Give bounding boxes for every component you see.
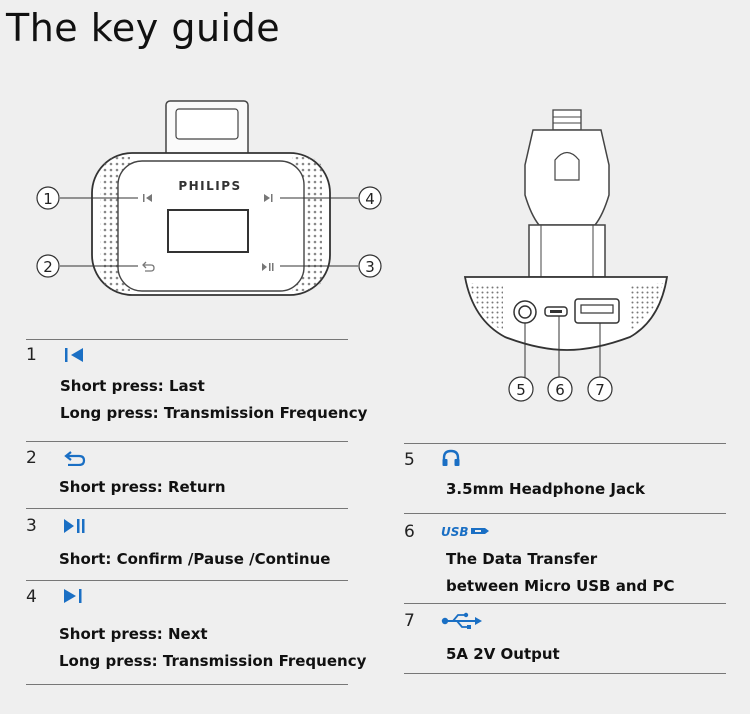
divider [404, 443, 726, 444]
callout-1: 1 [36, 186, 60, 210]
key-number-1: 1 [26, 345, 37, 365]
callout-2: 2 [36, 254, 60, 278]
svg-text:5: 5 [516, 381, 526, 399]
port-number-7: 7 [404, 611, 415, 631]
key-4-line-1: Short press: Next [59, 625, 208, 643]
divider [404, 673, 726, 674]
key-number-4: 4 [26, 587, 37, 607]
play-pause-icon [64, 519, 85, 533]
key-2-line-1: Short press: Return [59, 478, 226, 496]
brand-logo: PHILIPS [178, 179, 241, 193]
divider [26, 508, 348, 509]
svg-text:1: 1 [43, 190, 53, 208]
key-3-line-1: Short: Confirm /Pause /Continue [59, 550, 331, 568]
device-front-illustration: PHILIPS 1 2 4 3 [36, 100, 382, 296]
port-number-6: 6 [404, 522, 415, 542]
callout-6: 6 [547, 376, 573, 402]
port-5-line-1: 3.5mm Headphone Jack [446, 480, 646, 498]
divider [26, 441, 348, 442]
divider [26, 580, 348, 581]
device-next-button [264, 194, 273, 202]
usb-symbol-icon [441, 612, 482, 629]
key-1-line-2: Long press: Transmission Frequency [60, 404, 368, 422]
callout-4: 4 [358, 186, 382, 210]
divider [26, 684, 348, 685]
callout-5: 5 [508, 376, 534, 402]
micro-usb-port [544, 306, 568, 317]
page-title: The key guide [6, 6, 281, 50]
key-4-line-2: Long press: Transmission Frequency [59, 652, 367, 670]
port-number-5: 5 [404, 450, 415, 470]
device-side-illustration: 5 6 7 [463, 109, 669, 402]
svg-text:2: 2 [43, 258, 53, 276]
next-track-icon [64, 589, 82, 603]
svg-text:USB: USB [441, 525, 469, 538]
usb-port [574, 298, 620, 324]
divider [26, 339, 348, 340]
device-prev-button [143, 194, 152, 202]
headphone-icon [442, 449, 460, 466]
svg-text:3: 3 [365, 258, 375, 276]
svg-text:4: 4 [365, 190, 375, 208]
port-6-line-2: between Micro USB and PC [446, 577, 675, 595]
headphone-jack [513, 300, 537, 324]
device-playpause-button [262, 263, 274, 271]
callout-7: 7 [587, 376, 613, 402]
port-6-line-1: The Data Transfer [446, 550, 598, 568]
divider [404, 513, 726, 514]
svg-text:7: 7 [595, 381, 605, 399]
previous-track-icon [65, 348, 83, 362]
micro-usb-icon: USB [441, 525, 489, 538]
device-return-button [142, 261, 155, 272]
svg-text:6: 6 [555, 381, 565, 399]
key-number-2: 2 [26, 448, 37, 468]
port-7-line-1: 5A 2V Output [446, 645, 560, 663]
return-icon [64, 451, 86, 466]
callout-3: 3 [358, 254, 382, 278]
divider [404, 603, 726, 604]
key-1-line-1: Short press: Last [60, 377, 205, 395]
key-number-3: 3 [26, 516, 37, 536]
